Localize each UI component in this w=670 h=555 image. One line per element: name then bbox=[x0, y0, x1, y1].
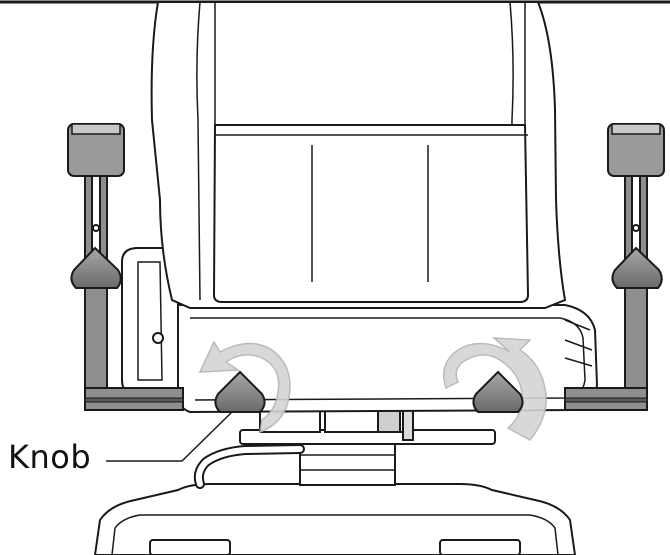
left-side-panel bbox=[121, 247, 179, 396]
right-armrest bbox=[564, 123, 665, 411]
rotation-arrow-left bbox=[198, 340, 291, 434]
knob-label: Knob bbox=[8, 438, 92, 476]
left-armrest bbox=[67, 123, 184, 411]
backrest bbox=[150, 1, 567, 309]
rotation-arrow-right bbox=[443, 337, 547, 441]
callout-leader bbox=[106, 411, 233, 462]
knob-left bbox=[214, 370, 266, 413]
knob-right bbox=[472, 370, 524, 413]
seat-base bbox=[93, 483, 577, 555]
